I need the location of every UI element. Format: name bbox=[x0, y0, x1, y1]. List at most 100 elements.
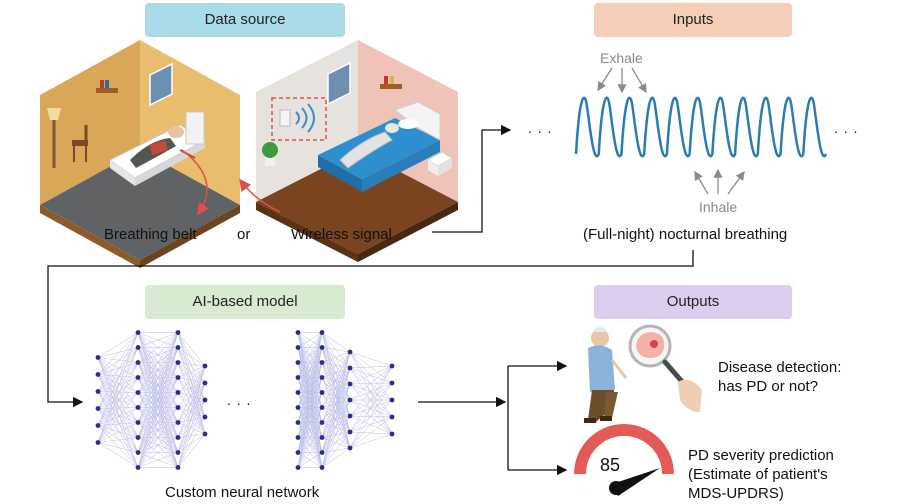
network-node bbox=[295, 465, 301, 470]
network-node bbox=[389, 363, 395, 369]
network-edge bbox=[321, 351, 351, 423]
network-node bbox=[95, 355, 101, 360]
network-edge bbox=[321, 447, 351, 468]
network-node bbox=[347, 381, 353, 387]
network-edge bbox=[97, 362, 139, 443]
inhale-arrow-1 bbox=[694, 170, 709, 195]
wireless-signal-label: Wireless signal bbox=[291, 226, 392, 243]
network-edge bbox=[321, 347, 351, 353]
network-edge bbox=[297, 437, 323, 468]
network-edge bbox=[177, 382, 206, 408]
network-edge bbox=[137, 347, 179, 468]
network-edge bbox=[97, 332, 139, 409]
network-edge bbox=[297, 422, 323, 468]
network-edge bbox=[97, 374, 139, 423]
network-node bbox=[347, 429, 353, 435]
network-edge bbox=[97, 391, 139, 468]
network-edge bbox=[97, 374, 139, 393]
network-edge bbox=[177, 332, 206, 367]
network-edge bbox=[321, 332, 351, 353]
network-edge bbox=[321, 399, 351, 408]
network-edge bbox=[349, 351, 393, 384]
network-edge bbox=[97, 392, 139, 409]
breathing-belt-label: Breathing belt bbox=[104, 226, 197, 243]
network-edge bbox=[97, 391, 139, 393]
network-edge bbox=[349, 399, 393, 435]
network-edge bbox=[137, 407, 179, 468]
network-edge bbox=[177, 365, 206, 393]
network-node bbox=[175, 330, 181, 335]
network-node bbox=[175, 390, 181, 395]
network-edge bbox=[349, 383, 393, 401]
network-node bbox=[319, 375, 325, 380]
network-edge bbox=[97, 374, 139, 408]
network-edge bbox=[177, 365, 206, 453]
network-edge bbox=[97, 425, 139, 438]
network-edge bbox=[177, 416, 206, 453]
network-node bbox=[347, 413, 353, 419]
network-node bbox=[295, 345, 301, 350]
network-node bbox=[319, 345, 325, 350]
network-edge bbox=[97, 357, 139, 438]
inhale-label: Inhale bbox=[699, 199, 738, 215]
network-edge bbox=[177, 392, 206, 418]
network-edge bbox=[177, 365, 206, 423]
network-edge bbox=[97, 357, 139, 423]
network-node bbox=[319, 465, 325, 470]
network-edge bbox=[321, 367, 351, 468]
network-edge bbox=[137, 452, 179, 468]
network-edge bbox=[349, 399, 393, 449]
network-edge bbox=[321, 351, 351, 408]
network-edge bbox=[349, 382, 393, 449]
network-node bbox=[175, 465, 181, 470]
network-edge bbox=[137, 362, 179, 468]
custom-network-caption: Custom neural network bbox=[165, 484, 320, 501]
network-edge bbox=[97, 347, 139, 392]
network-node bbox=[319, 390, 325, 395]
network-edge bbox=[349, 351, 393, 401]
network-node bbox=[202, 431, 208, 437]
network-edge bbox=[321, 422, 351, 433]
network-edge bbox=[137, 332, 179, 423]
arrow-source-to-inputs bbox=[432, 124, 512, 233]
network-edge bbox=[137, 332, 179, 438]
network-node bbox=[135, 390, 141, 395]
network-node bbox=[135, 465, 141, 470]
network-edge bbox=[321, 407, 351, 449]
network-edge bbox=[97, 357, 139, 408]
network-edge bbox=[349, 399, 393, 418]
network-edge bbox=[97, 357, 139, 468]
network-node bbox=[347, 349, 353, 355]
network-edge bbox=[177, 407, 206, 418]
network-node bbox=[202, 363, 208, 369]
network-edge bbox=[137, 377, 179, 468]
network-edge bbox=[349, 365, 393, 417]
network-edge bbox=[321, 392, 351, 401]
network-edge bbox=[97, 362, 139, 409]
network-node bbox=[319, 405, 325, 410]
network-edge bbox=[349, 382, 393, 385]
network-node bbox=[389, 380, 395, 386]
network-edge bbox=[321, 351, 351, 453]
network-edge bbox=[321, 347, 351, 401]
network-edge bbox=[177, 365, 206, 408]
network-edge bbox=[321, 407, 351, 433]
network-edge bbox=[349, 365, 393, 369]
network-edge bbox=[321, 332, 351, 401]
network-node bbox=[135, 330, 141, 335]
network-edge bbox=[97, 347, 139, 409]
network-edge bbox=[349, 367, 393, 418]
network-edge bbox=[97, 422, 139, 426]
network-edge bbox=[297, 332, 323, 348]
network-node bbox=[175, 360, 181, 365]
network-edge bbox=[137, 422, 179, 468]
breathing-waveform bbox=[574, 96, 828, 158]
network-edge bbox=[97, 357, 139, 453]
network-node bbox=[295, 405, 301, 410]
network-edge bbox=[297, 332, 323, 378]
network-edge bbox=[321, 377, 351, 449]
inputs-header-label: Inputs bbox=[672, 11, 714, 28]
network-edge bbox=[321, 377, 351, 433]
network-edge bbox=[297, 332, 323, 393]
network-edge bbox=[97, 391, 139, 423]
